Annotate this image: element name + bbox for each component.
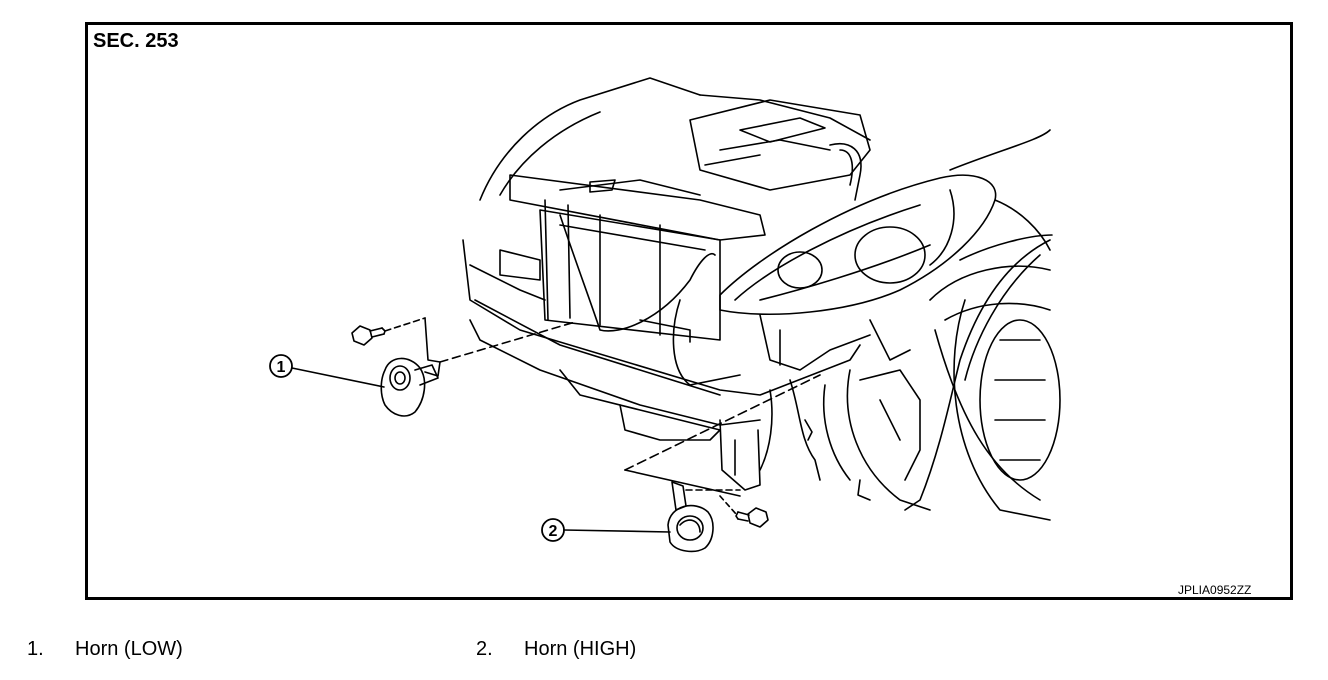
figure-code: JPLIA0952ZZ [1178, 583, 1252, 597]
legend-label: Horn (LOW) [75, 638, 183, 660]
legend-label: Horn (HIGH) [524, 638, 637, 660]
horn-low-part [351, 317, 576, 417]
diagram-frame [85, 22, 1293, 600]
horn-high-part [624, 374, 821, 553]
legend-number: 1. [27, 638, 44, 660]
callout-1-number: 1 [277, 359, 286, 376]
callout-1: 1 [269, 354, 385, 388]
section-label: SEC. 253 [93, 30, 179, 52]
legend-item-horn-high: 2. Horn (HIGH) [476, 638, 636, 661]
callout-2: 2 [541, 518, 671, 542]
legend-item-horn-low: 1. Horn (LOW) [27, 638, 183, 661]
callout-2-number: 2 [549, 523, 558, 540]
vehicle-front-end [462, 77, 1061, 521]
legend-number: 2. [476, 638, 493, 660]
